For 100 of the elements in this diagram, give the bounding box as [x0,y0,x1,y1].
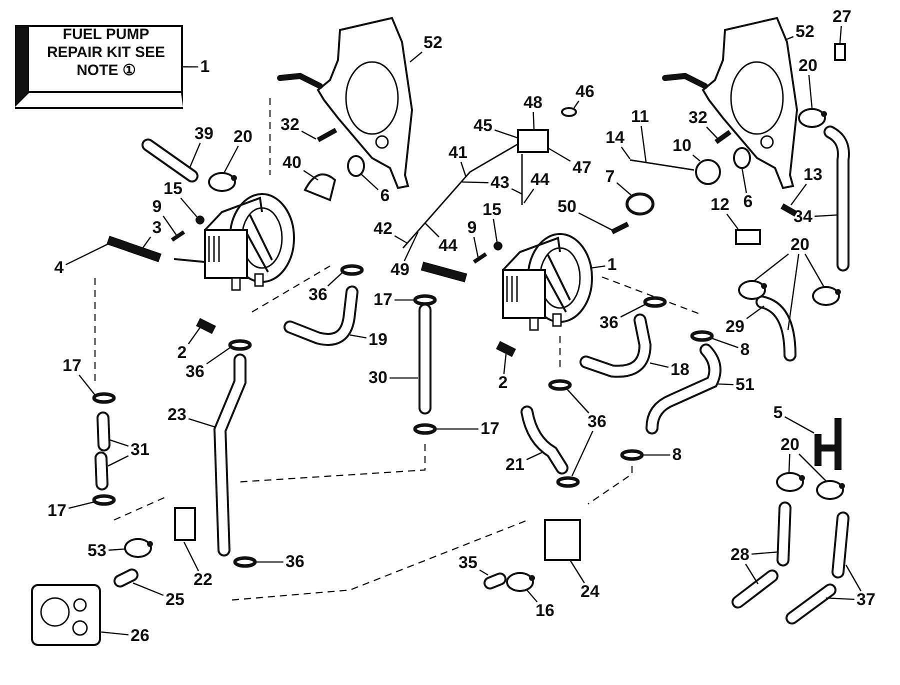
o-ring [228,339,252,351]
leader-line [526,588,538,602]
callout-number: 48 [524,94,542,112]
leader-line [66,243,108,266]
leader-line [590,265,606,269]
leader-line [350,334,367,339]
hose-clamp [124,538,153,558]
callout-number: 36 [186,363,204,381]
bolt [714,130,732,144]
leader-line [410,52,423,62]
hose-clamp [506,572,535,592]
hose [580,314,652,378]
callout-number: 15 [164,180,182,198]
o-ring [340,264,364,276]
leader-line [804,254,825,288]
callout-number: 8 [740,341,750,359]
hose [213,354,246,556]
callout-number: 15 [482,201,502,219]
callout-number: 7 [605,168,615,186]
hose [96,412,110,452]
callout-number: 2 [498,374,508,392]
callout-number: 47 [572,159,592,177]
hose [646,344,722,434]
grommet [561,107,577,117]
callout-number: 8 [672,446,682,464]
hose-clamp [816,480,845,500]
wire-connector [735,229,761,245]
callout-number: 4 [54,259,64,277]
leader-line [790,184,807,206]
callout-number: 41 [448,144,468,162]
leader-line [78,374,96,396]
fuel-manifold [544,519,581,561]
leader-line [718,383,734,386]
leader-line [436,428,478,430]
hose-clamp [776,472,805,492]
nut [196,216,204,224]
fuel-pump-drawing [502,233,593,331]
screw [472,252,488,264]
callout-number: 9 [467,219,477,237]
hose-fitting [106,236,162,262]
callout-number: 36 [286,553,304,571]
leader-line [492,218,498,242]
callout-number: 28 [730,546,750,564]
callout-number: 25 [166,591,184,609]
leader-line [754,253,789,282]
leader-line [798,454,826,482]
callout-number: 36 [600,314,618,332]
leader-line [726,214,739,230]
callout-number: 27 [832,8,852,26]
leader-line [68,501,94,509]
callout-number: 5 [773,404,783,422]
fuel-connector-drawing [304,173,336,201]
leader-line [327,272,344,286]
leader-line [494,129,518,139]
leader-line [141,236,152,250]
callout-number: 40 [282,154,302,172]
hose [732,570,778,608]
leader-line [566,388,590,414]
callout-number: 32 [280,116,300,134]
leader-line [784,36,794,41]
leader-line [706,126,718,140]
hose-clamp [738,280,767,300]
hose [832,512,850,578]
o-ring [233,556,257,568]
check-valve [196,318,216,334]
callout-number: 20 [790,236,810,254]
leader-line [532,112,535,130]
leader-line [183,66,198,68]
leader-line [206,346,232,364]
leader-line [616,182,632,196]
leader-line [640,126,647,162]
hose [418,304,432,414]
callout-number: 52 [796,23,814,41]
callout-number: 13 [804,166,822,184]
o-ring [690,330,714,342]
callout-number: 32 [688,109,708,127]
callout-number: 43 [490,174,510,192]
o-ring [643,296,667,308]
leader-line [526,451,544,460]
callout-number: 10 [672,137,692,155]
callout-number: 29 [726,318,744,336]
leader-line [741,168,748,194]
callout-number: 22 [194,571,212,589]
callout-number: 9 [152,198,162,216]
callout-number: 19 [368,331,388,349]
leader-line [110,439,129,447]
callout-number: 21 [506,456,524,474]
leader-line [108,455,129,467]
callout-number: 37 [856,591,876,609]
leader-line [745,564,759,584]
callout-number: 16 [536,602,554,620]
leader-line [814,214,838,217]
wire-connector [517,129,549,153]
leader-line [839,26,842,44]
callout-number: 44 [438,237,458,255]
hose [114,568,138,588]
wire-lead [630,159,694,171]
o-ring [548,379,572,391]
callout-number: 31 [130,441,150,459]
screw [170,230,186,242]
